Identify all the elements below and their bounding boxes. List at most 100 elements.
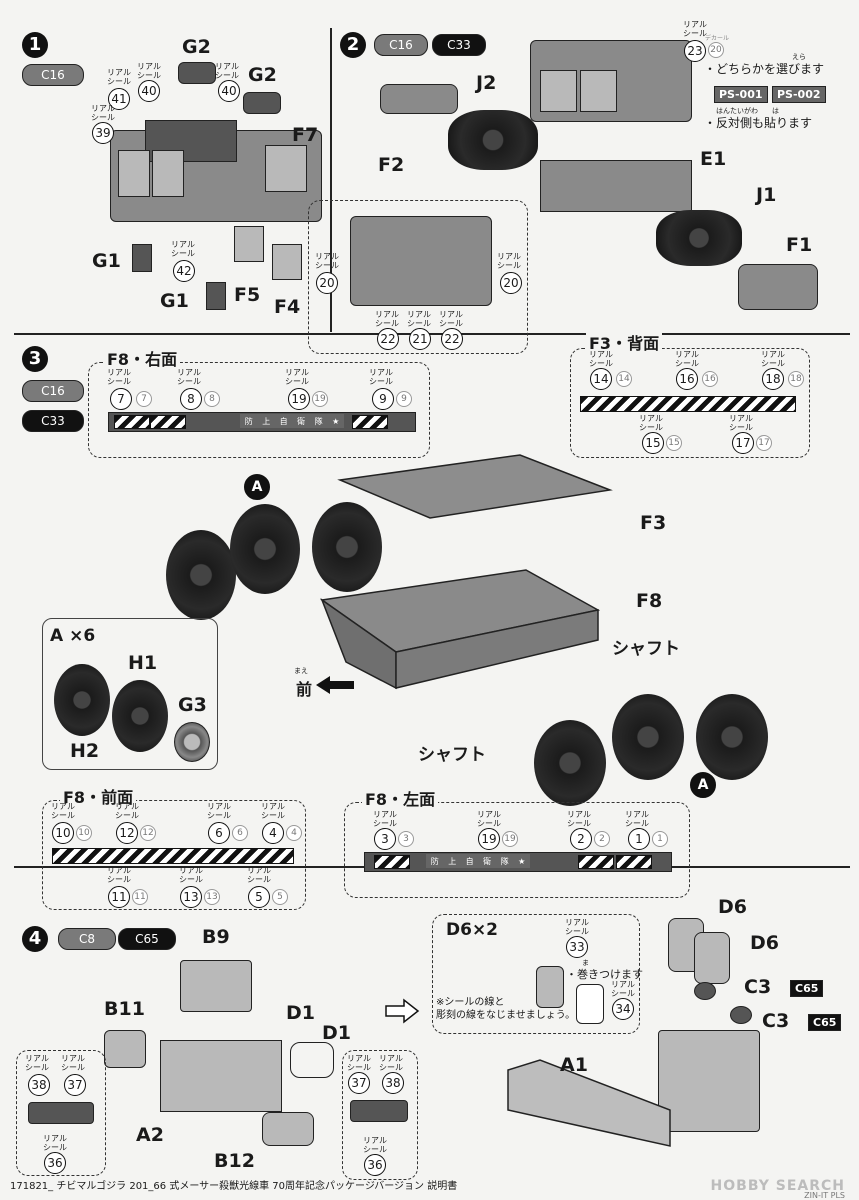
wrap-text: ・巻きつけます xyxy=(566,968,643,981)
s4l-seal-36: 36 xyxy=(44,1152,66,1174)
front-label: 前 xyxy=(296,680,313,699)
d6-seal-33: 33 xyxy=(566,936,588,958)
f8f-seal-label-12: リアルシール xyxy=(115,802,139,820)
f8-chassis xyxy=(320,569,601,690)
d6-coil-left xyxy=(536,966,564,1008)
f8f-decal-5: 5 xyxy=(272,889,288,905)
part-label-f2: F2 xyxy=(378,154,405,176)
shaft-label-2: シャフト xyxy=(418,745,486,765)
ps-001-badge: PS-001 xyxy=(714,86,768,103)
d6-seal-label-33: リアルシール xyxy=(565,918,589,936)
a-x6-inset xyxy=(42,618,218,770)
inset-seal-22a: 22 xyxy=(377,328,399,350)
f8-left-box xyxy=(344,802,690,898)
s4r-seal-label-36: リアルシール xyxy=(363,1136,387,1154)
step4-final-body xyxy=(658,1030,760,1132)
f3-deck-plate xyxy=(337,454,613,519)
f8f-seal-12: 12 xyxy=(116,822,138,844)
f8f-seal-label-4: リアルシール xyxy=(261,802,285,820)
f8r-decal-9: 9 xyxy=(396,391,412,407)
f8-right-hazard-3 xyxy=(352,415,388,429)
step3-tire-a-1 xyxy=(166,530,236,620)
f8f-seal-6: 6 xyxy=(208,822,230,844)
part-label-c3-a: C3 xyxy=(744,976,772,998)
f8r-seal-label-19: リアルシール xyxy=(285,368,309,386)
f8-right-box xyxy=(88,362,430,458)
d6-coil-right xyxy=(576,984,604,1024)
step2-track-j1 xyxy=(656,210,742,266)
part-g2-b xyxy=(243,92,281,114)
step3-tire-a-5 xyxy=(612,694,684,780)
ps-002-badge: PS-002 xyxy=(772,86,826,103)
front-ruby: まえ xyxy=(294,667,308,675)
inset-seal-label-21: リアルシール xyxy=(407,310,431,328)
step2-color-chip-c33-label: C33 xyxy=(447,38,471,52)
part-label-d1-b: D1 xyxy=(322,1022,351,1044)
f8f-seal-label-11: リアルシール xyxy=(107,866,131,884)
watermark: HOBBY SEARCH xyxy=(710,1178,845,1194)
panel-char-1: 防 xyxy=(244,416,253,426)
part-label-f7: F7 xyxy=(292,124,319,146)
step4-color-chip-c65-label: C65 xyxy=(135,932,159,946)
f8r-seal-label-9: リアルシール xyxy=(369,368,393,386)
f8l-seal-19: 19 xyxy=(478,828,500,850)
f8f-seal-10: 10 xyxy=(52,822,74,844)
lpanel-char-4: 衛 xyxy=(483,856,492,866)
part-label-b11: B11 xyxy=(104,998,145,1020)
divider-row1 xyxy=(14,333,850,335)
step3-color-chip-c33: C33 xyxy=(22,410,84,432)
step-4-number: 4 xyxy=(22,926,48,952)
part-label-d6-b: D6 xyxy=(750,932,779,954)
step3-color-chip-c33-label: C33 xyxy=(41,414,65,428)
f3-decal-17: 17 xyxy=(756,435,772,451)
f3-decal-14: 14 xyxy=(616,371,632,387)
inset-seal-21: 21 xyxy=(409,328,431,350)
f3-seal-label-17: リアルシール xyxy=(729,414,753,432)
f8f-decal-13: 13 xyxy=(204,889,220,905)
f8l-seal-label-19: リアルシール xyxy=(477,810,501,828)
part-label-f1: F1 xyxy=(786,234,813,256)
f3-seal-18: 18 xyxy=(762,368,784,390)
s4r-seal-37: 37 xyxy=(348,1072,370,1094)
f3-seal-15: 15 xyxy=(642,432,664,454)
step3-tire-a-2 xyxy=(230,504,300,594)
part-d1 xyxy=(290,1042,334,1078)
f8f-decal-12: 12 xyxy=(140,825,156,841)
s4l-seal-38: 38 xyxy=(28,1074,50,1096)
part-label-g1-b: G1 xyxy=(160,290,189,312)
seal-40b: 40 xyxy=(218,80,240,102)
seal-label-41: リアルシール xyxy=(107,68,131,86)
a-inset-tire-2 xyxy=(112,680,168,752)
step2-choose-ruby: えら xyxy=(792,53,806,61)
part-f4 xyxy=(272,244,302,280)
part-b9 xyxy=(180,960,252,1012)
f8-right-hazard-2 xyxy=(150,415,186,429)
f8r-decal-7: 7 xyxy=(136,391,152,407)
step2-grille-1 xyxy=(540,70,577,112)
inset-seal-label-20b: リアルシール xyxy=(497,252,521,270)
part-label-d6-a: D6 xyxy=(718,896,747,918)
part-label-e1: E1 xyxy=(700,148,727,170)
s4l-seal-37: 37 xyxy=(64,1074,86,1096)
step1-grille-left xyxy=(118,150,150,197)
part-label-a-bottom: A xyxy=(690,772,716,798)
step4-left-inset xyxy=(16,1050,106,1176)
f3-seal-label-15: リアルシール xyxy=(639,414,663,432)
panel-char-4: 衛 xyxy=(297,416,306,426)
panel-char-5: 隊 xyxy=(314,416,323,426)
f8r-seal-label-7: リアルシール xyxy=(107,368,131,386)
step4-color-chip-c65: C65 xyxy=(118,928,176,950)
lpanel-char-5: 隊 xyxy=(500,856,509,866)
f8f-seal-label-6: リアルシール xyxy=(207,802,231,820)
part-label-g3: G3 xyxy=(178,694,207,716)
f8f-seal-5: 5 xyxy=(248,886,270,908)
seal-label-42: リアルシール xyxy=(171,240,195,258)
step3-tire-a-4 xyxy=(534,720,606,806)
f8f-decal-4: 4 xyxy=(286,825,302,841)
step2-opposite-ruby: はんたいがわ は xyxy=(716,107,779,115)
d6-seal-label-34: リアルシール xyxy=(611,980,635,998)
part-label-f5: F5 xyxy=(234,284,261,306)
part-b11 xyxy=(104,1030,146,1068)
shaft-label-1: シャフト xyxy=(612,639,680,659)
c65-badge-b: C65 xyxy=(808,1014,842,1031)
